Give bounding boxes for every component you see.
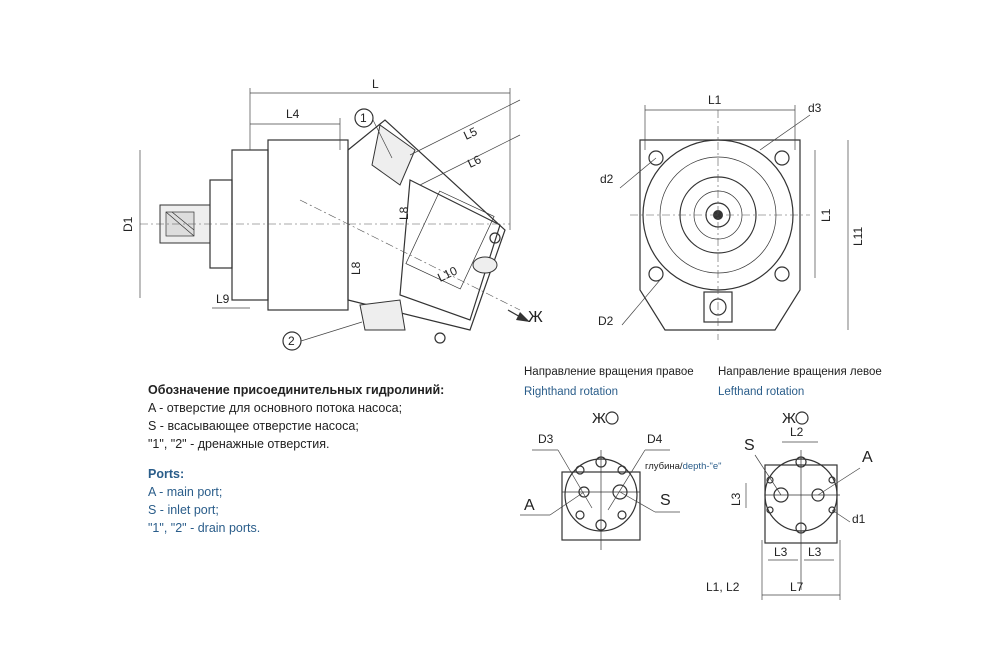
- port-notes: Обозначение присоединительных гидролиний…: [148, 381, 444, 537]
- right-rotation-title-en: Righthand rotation: [524, 386, 618, 398]
- right-label-A: A: [524, 497, 535, 514]
- dim-L1-top: L1: [708, 93, 722, 107]
- dim-L6: L6: [465, 152, 483, 170]
- left-rotation-view-symbol: Ж: [782, 410, 796, 427]
- dim-L5: L5: [461, 124, 479, 142]
- note-ru-drain: "1", "2" - дренажные отверстия.: [148, 437, 330, 451]
- left-label-A: A: [862, 449, 873, 466]
- dim-d2: d2: [600, 172, 614, 186]
- front-view: L1 L1 L11 d2 d3 D2: [598, 93, 865, 340]
- note-ru-s: S - всасывающее отверстие насоса;: [148, 419, 359, 433]
- side-view: L L4 L5 L6 L8 L8 L10 L9 D1 1 2 Ж: [121, 77, 543, 351]
- dim-L8-upper: L8: [397, 206, 411, 220]
- rotation-circle-icon: [795, 411, 809, 425]
- dim-L8-lower: L8: [349, 261, 363, 275]
- dim-L9: L9: [216, 292, 230, 306]
- left-label-S: S: [744, 437, 755, 454]
- dim-L11: L11: [851, 227, 865, 246]
- callout-port-2: 2: [288, 334, 295, 348]
- depth-ru: глубина/: [645, 461, 683, 472]
- left-label-d1: d1: [852, 512, 866, 526]
- righthand-rotation-view: Направление вращения правое Righthand ro…: [520, 366, 722, 550]
- right-label-depth: глубина/depth-"e": [645, 461, 722, 472]
- note-en-s: S - inlet port;: [148, 503, 219, 517]
- right-label-D4: D4: [647, 432, 663, 446]
- dim-L4: L4: [286, 107, 300, 121]
- left-rotation-title-ru: Направление вращения левое: [718, 366, 882, 378]
- right-rotation-view-symbol: Ж: [592, 410, 606, 427]
- left-rotation-title-en: Lefthand rotation: [718, 386, 804, 398]
- lefthand-rotation-view: Направление вращения левое Lefthand rota…: [706, 366, 882, 600]
- left-label-L3-vertical: L3: [729, 492, 743, 506]
- note-en-a: A - main port;: [148, 485, 223, 499]
- right-rotation-title-ru: Направление вращения правое: [524, 366, 694, 378]
- note-ru-a: A - отверстие для основного потока насос…: [148, 401, 403, 415]
- depth-en: depth-"e": [683, 461, 722, 472]
- rotation-circle-icon: [605, 411, 619, 425]
- left-label-L3-b: L3: [808, 545, 822, 559]
- dim-D2: D2: [598, 314, 614, 328]
- note-en-drain: "1", "2" - drain ports.: [148, 521, 261, 535]
- view-arrow-label: Ж: [528, 309, 543, 326]
- left-label-L1-L2: L1, L2: [706, 580, 740, 594]
- callout-port-1: 1: [360, 111, 367, 125]
- notes-title-ru: Обозначение присоединительных гидролиний…: [148, 383, 445, 397]
- dim-L: L: [372, 77, 379, 91]
- left-label-L2: L2: [790, 425, 804, 439]
- notes-title-en: Ports:: [148, 467, 185, 481]
- dim-D1: D1: [121, 216, 135, 232]
- right-label-D3: D3: [538, 432, 554, 446]
- dim-L1-right: L1: [819, 208, 833, 222]
- dim-L10: L10: [435, 263, 459, 284]
- dim-d3: d3: [808, 101, 822, 115]
- left-label-L3-a: L3: [774, 545, 788, 559]
- right-label-S: S: [660, 492, 671, 509]
- left-label-L7: L7: [790, 580, 804, 594]
